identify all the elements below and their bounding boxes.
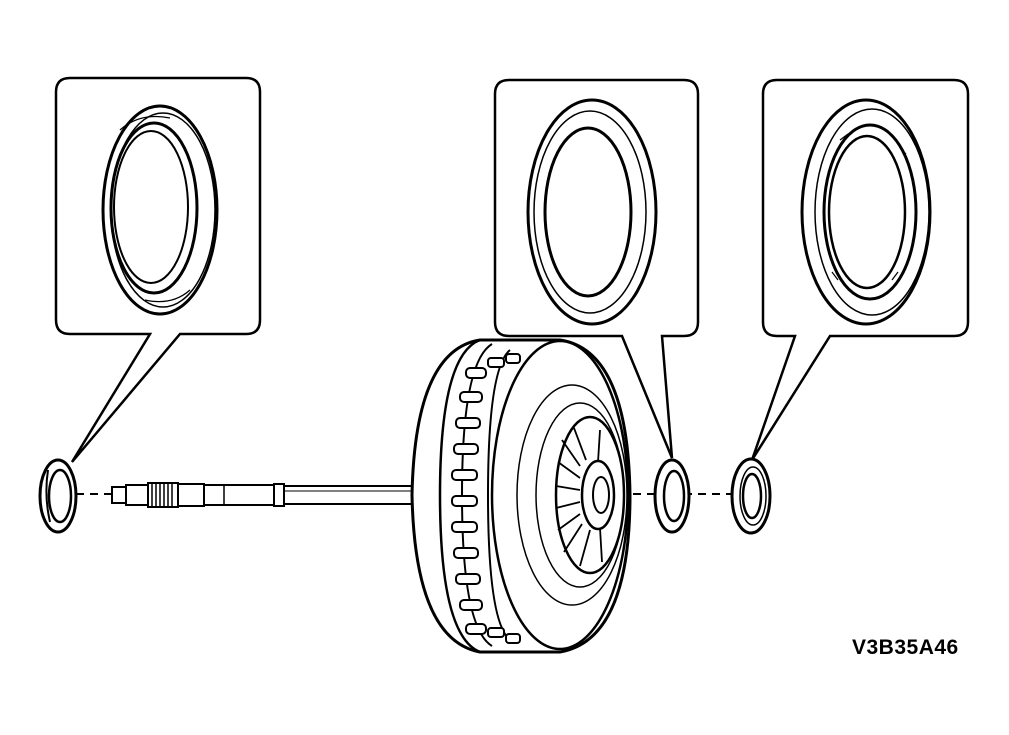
callout-left-ring-icon	[101, 104, 219, 316]
thrust-bearing-right	[730, 457, 772, 535]
drum-slots	[451, 353, 521, 644]
callout-middle-washer	[493, 78, 700, 459]
figure-reference-code: V3B35A46	[852, 636, 959, 659]
drum-hub	[554, 415, 626, 575]
callout-right-bearing	[750, 78, 970, 461]
callout-left-washer	[54, 76, 262, 463]
callout-middle-ring-icon	[526, 98, 658, 326]
shaft-spline	[147, 482, 179, 508]
input-shaft	[111, 482, 417, 508]
thrust-washer-left	[38, 458, 78, 534]
clutch-drum	[410, 338, 632, 654]
callout-right-ring-icon	[800, 98, 932, 326]
thrust-washer-middle	[653, 458, 691, 534]
